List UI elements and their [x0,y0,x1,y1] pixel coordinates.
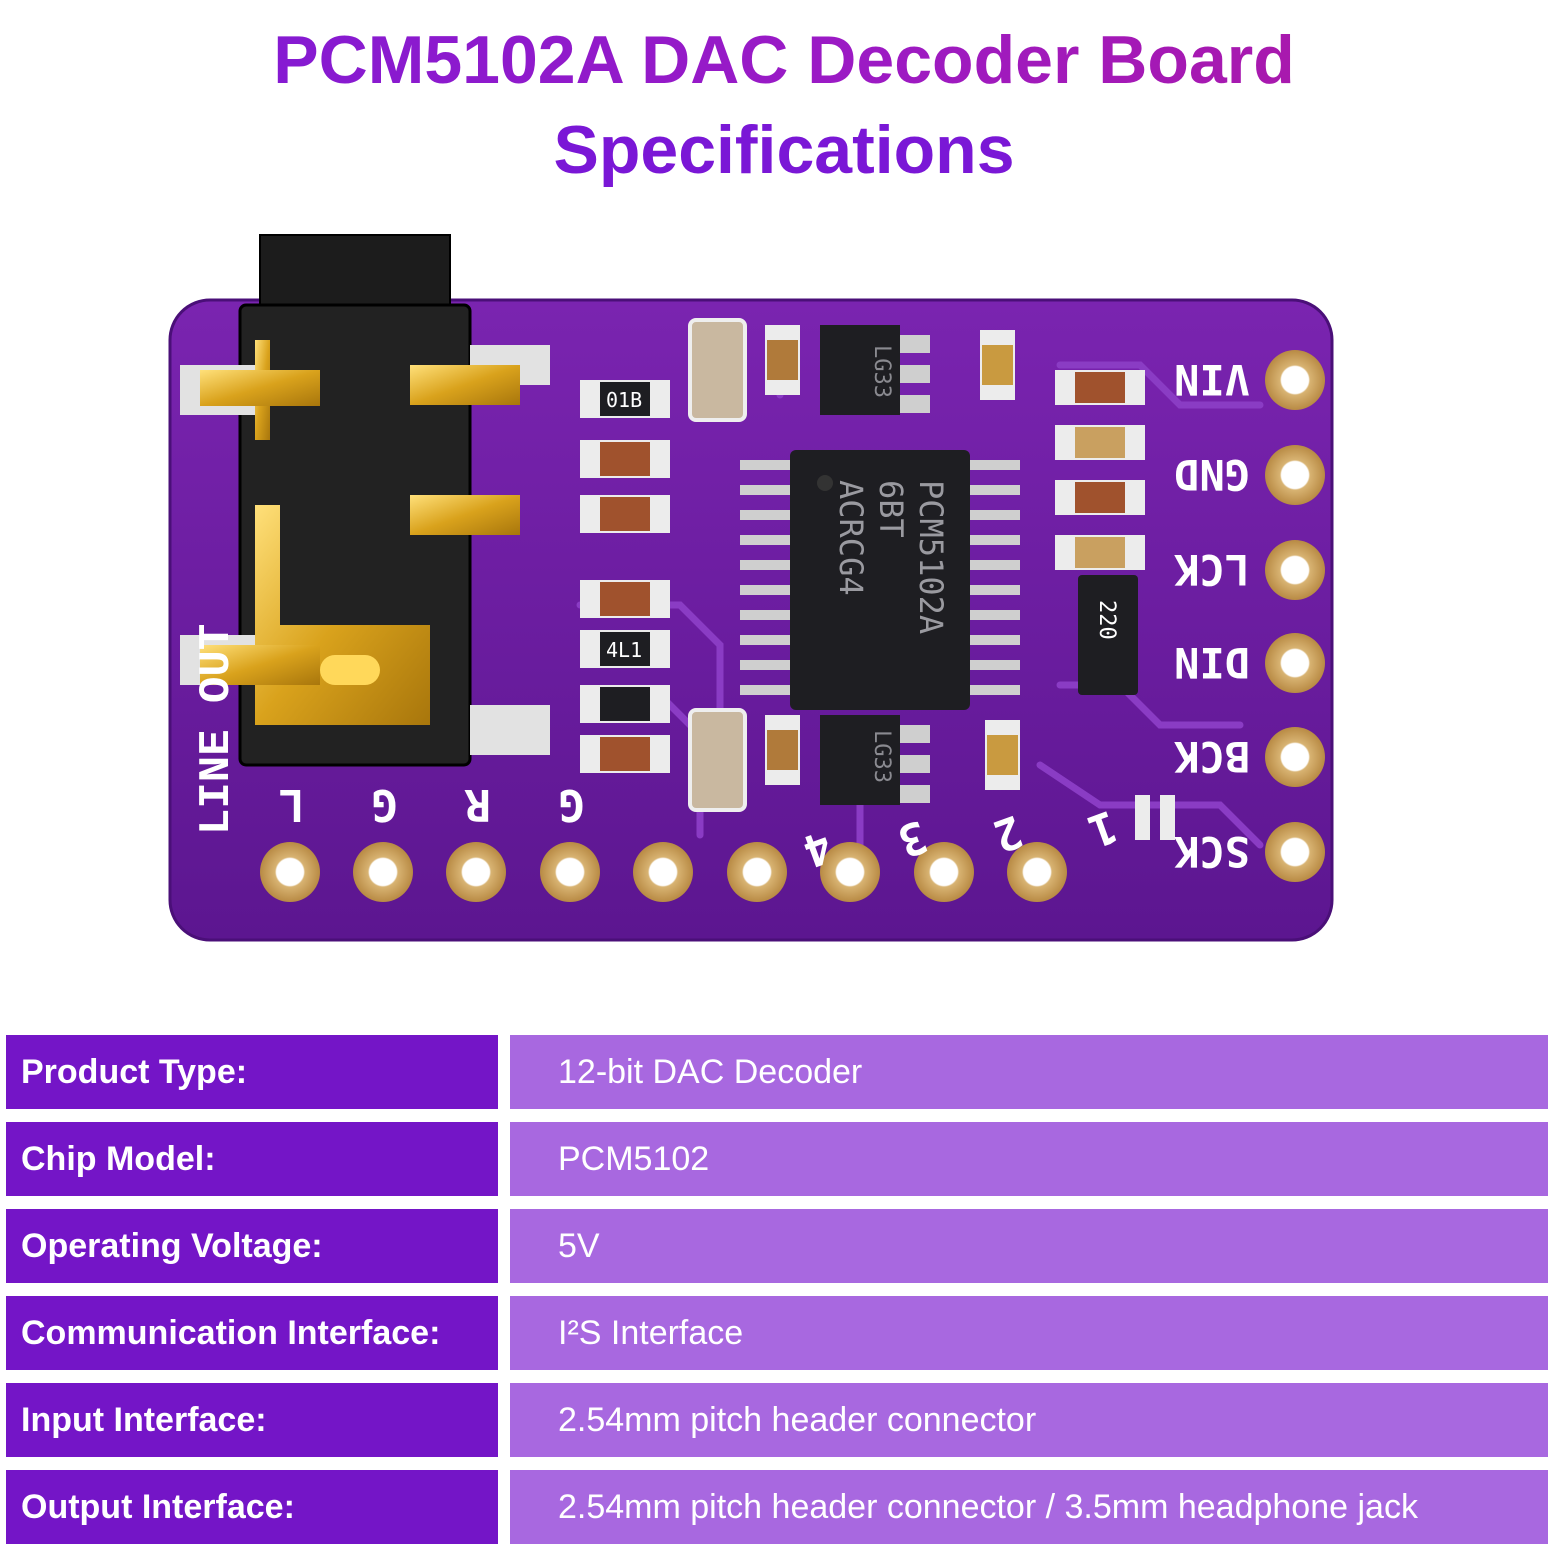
pin-label-sck: SCK [1173,827,1250,876]
spec-value-operating-voltage: 5V [510,1209,1548,1283]
spec-value-input-interface: 2.54mm pitch header connector [510,1383,1548,1457]
regulator-marking-top: LG33 [869,345,894,398]
component-marking-01b: 01B [606,388,642,412]
pin-pad [1265,540,1325,600]
pcm5102a-board-photo: LINE OUT PCM5102A 6BT ACRCG4 LG33 [168,234,1334,942]
resistor-array: 220 [1078,575,1138,695]
page-title: PCM5102A DAC Decoder Board [0,14,1568,106]
pin-pad [260,842,320,902]
pin-pad [1007,842,1067,902]
pin-label-vin: VIN [1174,355,1250,404]
spec-label-communication-interface: Communication Interface: [6,1296,498,1370]
pin-pad [1265,350,1325,410]
spec-label-output-interface: Output Interface: [6,1470,498,1544]
ic-marking-line1: PCM5102A [912,480,950,634]
voltage-regulator-top: LG33 [820,325,930,415]
spec-row: Product Type: 12-bit DAC Decoder [6,1035,1548,1109]
right-pin-header: VIN GND LCK DIN BCK SCK [1173,350,1325,882]
pin-label-din: DIN [1174,638,1250,687]
spec-value-communication-interface: I²S Interface [510,1296,1548,1370]
pin-pad [1265,727,1325,787]
spec-label-chip-model: Chip Model: [6,1122,498,1196]
page-subtitle: Specifications [553,112,1015,188]
ic-marking-line2: 6BT [872,480,910,538]
pin-pad [446,842,506,902]
pin-pad [353,842,413,902]
pin-pad [1265,633,1325,693]
spec-value-product-type: 12-bit DAC Decoder [510,1035,1548,1109]
pin-pad [1265,445,1325,505]
regulator-marking-bottom: LG33 [869,730,894,783]
spec-row: Operating Voltage: 5V [6,1209,1548,1283]
pin-pad [540,842,600,902]
resistor-array-marking: 220 [1094,600,1119,640]
ic-marking-line3: ACRCG4 [832,480,870,596]
pin-pad [1265,822,1325,882]
pin-label-bck: BCK [1173,732,1250,781]
pin-pad [633,842,693,902]
smd-components: 01B 4L1 [580,318,1175,840]
spec-row: Communication Interface: I²S Interface [6,1296,1548,1370]
pin-label-r: R [464,779,491,830]
line-out-label: LINE OUT [192,624,242,835]
pcm5102a-chip: PCM5102A 6BT ACRCG4 [740,450,1020,710]
pin-label-l: L [279,779,306,830]
spec-row: Chip Model: PCM5102 [6,1122,1548,1196]
spec-label-operating-voltage: Operating Voltage: [6,1209,498,1283]
pin-label-lck: LCK [1173,545,1250,594]
spec-value-chip-model: PCM5102 [510,1122,1548,1196]
pin-pad [820,842,880,902]
spec-label-input-interface: Input Interface: [6,1383,498,1457]
pin-pad [727,842,787,902]
pin-label-gnd: GND [1174,450,1250,499]
audio-jack [180,234,550,767]
pin-label-g2: G [559,779,586,830]
pin-pad [914,842,974,902]
spec-row: Output Interface: 2.54mm pitch header co… [6,1470,1548,1544]
spec-value-output-interface: 2.54mm pitch header connector / 3.5mm he… [510,1470,1548,1544]
spec-label-product-type: Product Type: [6,1035,498,1109]
component-marking-4l1: 4L1 [606,638,642,662]
voltage-regulator-bottom: LG33 [820,715,930,805]
spec-row: Input Interface: 2.54mm pitch header con… [6,1383,1548,1457]
pin-label-g1: G [372,779,399,830]
